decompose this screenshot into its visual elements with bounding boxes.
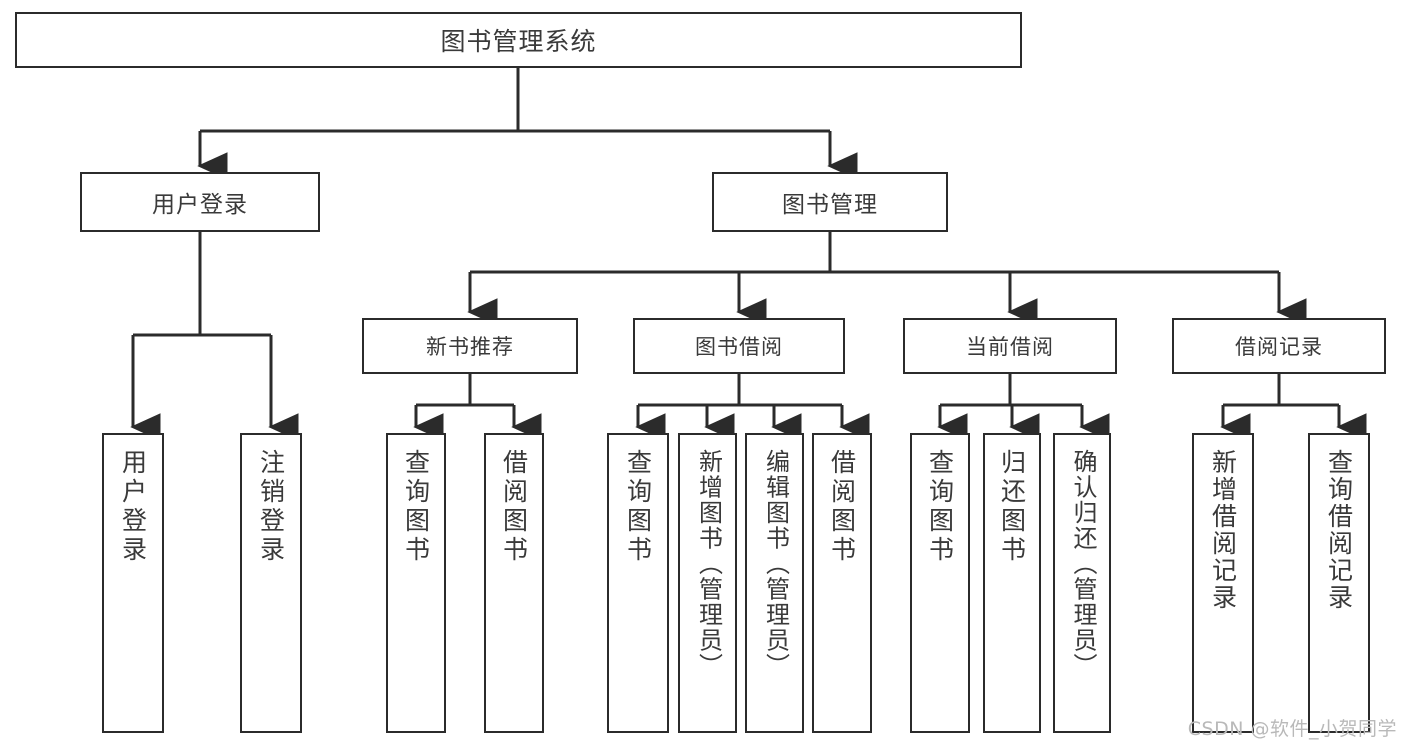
leaf-user-login-label: 用户登录 <box>118 449 148 565</box>
leaf-query-book-b[interactable]: 查询图书 <box>607 433 669 733</box>
leaf-query-record-label: 查询借阅记录 <box>1324 449 1354 611</box>
leaf-return-book-label: 归还图书 <box>997 449 1027 565</box>
node-borrow-record[interactable]: 借阅记录 <box>1172 318 1386 374</box>
leaf-add-book[interactable]: 新增图书（管理员） <box>678 433 737 733</box>
leaf-add-record-label: 新增借阅记录 <box>1208 449 1238 611</box>
node-current-borrow[interactable]: 当前借阅 <box>903 318 1117 374</box>
leaf-query-book-a-label: 查询图书 <box>401 449 431 565</box>
leaf-edit-book[interactable]: 编辑图书（管理员） <box>745 433 804 733</box>
leaf-user-login[interactable]: 用户登录 <box>102 433 164 733</box>
leaf-borrow-book-a-label: 借阅图书 <box>499 449 529 565</box>
leaf-return-book[interactable]: 归还图书 <box>983 433 1041 733</box>
leaf-borrow-book-b[interactable]: 借阅图书 <box>812 433 872 733</box>
node-book-borrow-label: 图书借阅 <box>695 335 783 359</box>
leaf-query-book-a[interactable]: 查询图书 <box>386 433 446 733</box>
leaf-query-record[interactable]: 查询借阅记录 <box>1308 433 1370 733</box>
node-root-label: 图书管理系统 <box>440 27 597 56</box>
node-book-borrow[interactable]: 图书借阅 <box>633 318 845 374</box>
leaf-query-book-c[interactable]: 查询图书 <box>910 433 970 733</box>
leaf-add-book-label: 新增图书（管理员） <box>694 449 723 679</box>
node-borrow-record-label: 借阅记录 <box>1235 335 1323 359</box>
leaf-logout[interactable]: 注销登录 <box>240 433 302 733</box>
node-user-login-label: 用户登录 <box>152 192 248 218</box>
node-new-book-rec-label: 新书推荐 <box>426 335 514 359</box>
node-root[interactable]: 图书管理系统 <box>15 12 1022 68</box>
leaf-confirm-return-label: 确认归还（管理员） <box>1068 449 1097 679</box>
leaf-query-book-c-label: 查询图书 <box>925 449 955 565</box>
node-book-manage[interactable]: 图书管理 <box>712 172 948 232</box>
node-user-login[interactable]: 用户登录 <box>80 172 320 232</box>
leaf-confirm-return[interactable]: 确认归还（管理员） <box>1053 433 1111 733</box>
node-new-book-rec[interactable]: 新书推荐 <box>362 318 578 374</box>
leaf-add-record[interactable]: 新增借阅记录 <box>1192 433 1254 733</box>
node-book-manage-label: 图书管理 <box>782 192 878 218</box>
leaf-borrow-book-b-label: 借阅图书 <box>827 449 857 565</box>
node-current-borrow-label: 当前借阅 <box>966 335 1054 359</box>
leaf-query-book-b-label: 查询图书 <box>623 449 653 565</box>
leaf-edit-book-label: 编辑图书（管理员） <box>761 449 790 679</box>
leaf-borrow-book-a[interactable]: 借阅图书 <box>484 433 544 733</box>
leaf-logout-label: 注销登录 <box>256 449 286 565</box>
